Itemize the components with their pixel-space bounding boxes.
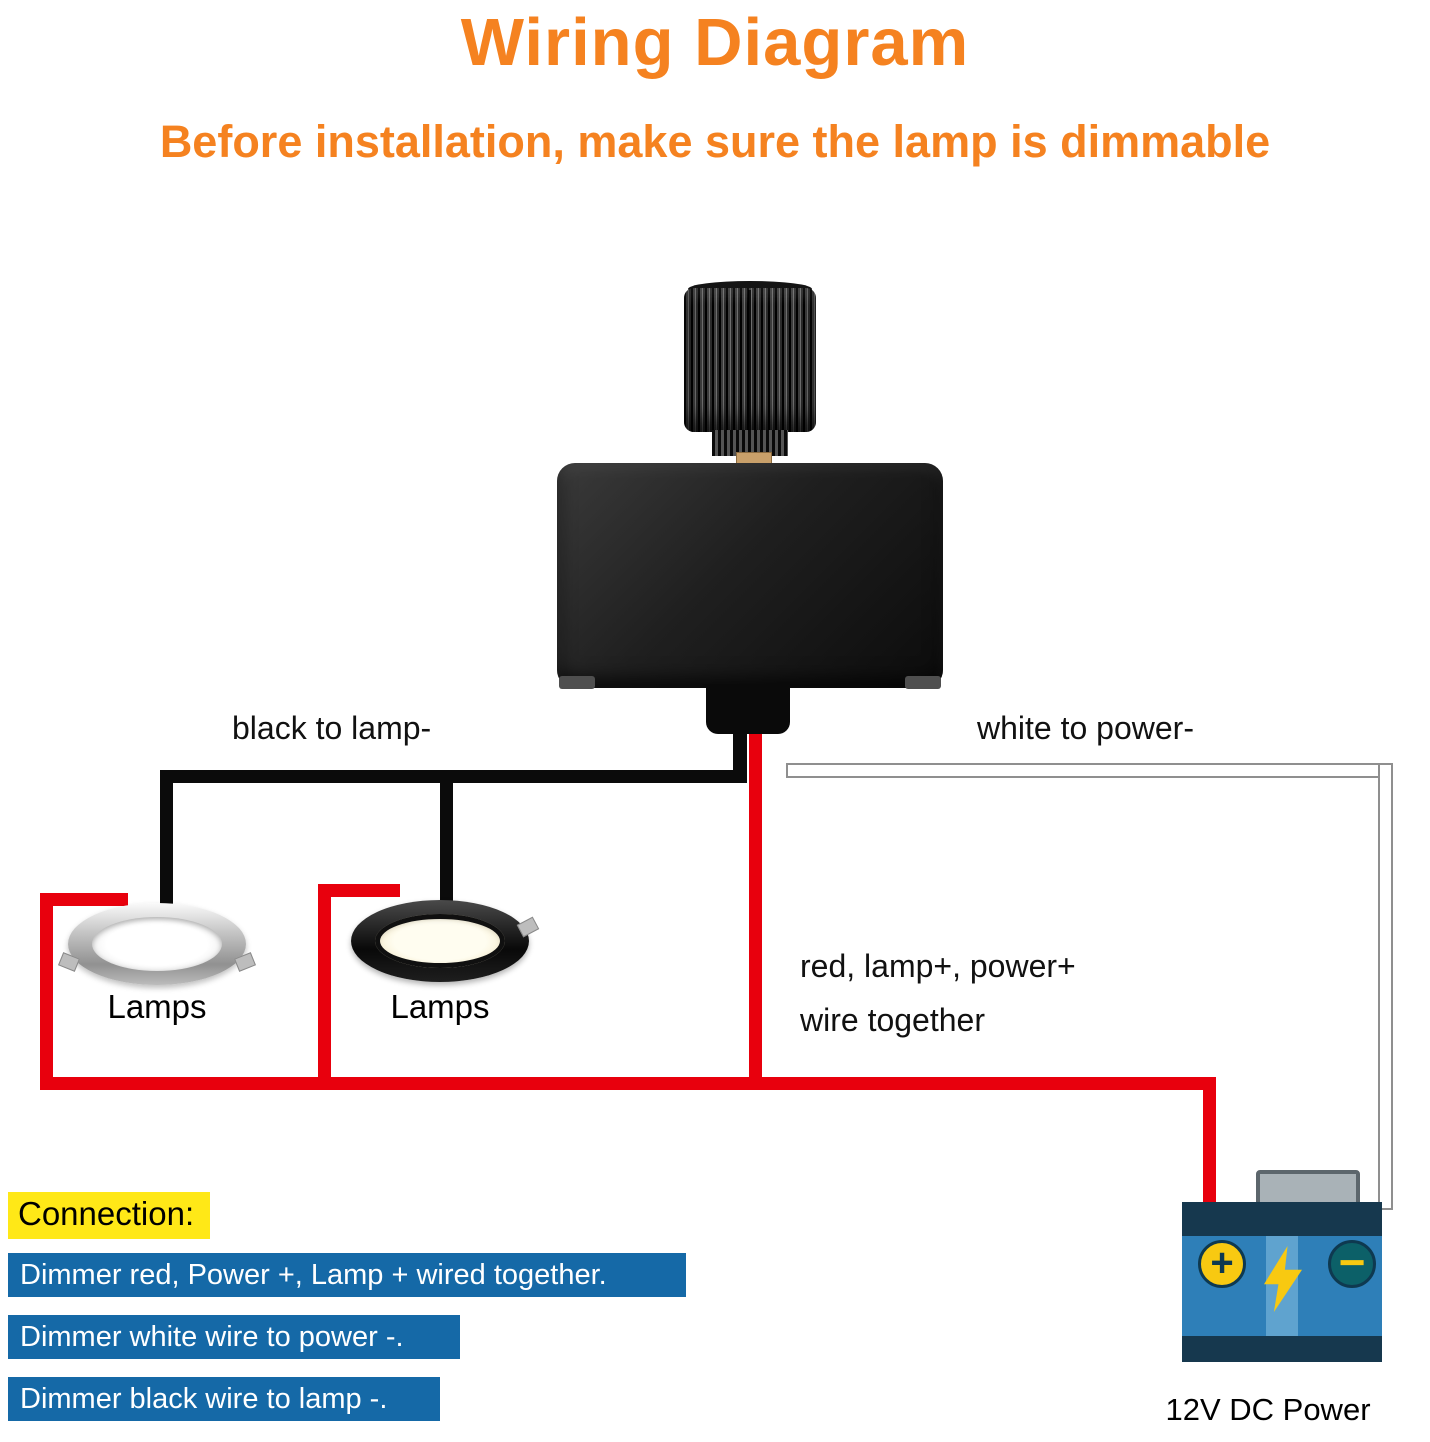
dimmer-knob-seam — [748, 290, 751, 430]
dimmer-box-tab-right — [905, 676, 941, 689]
black-wire-lamp1-segment — [160, 770, 173, 910]
black-wire-drop-segment — [733, 730, 747, 783]
silver-lamp-icon — [58, 903, 256, 985]
black-lamp-icon — [351, 900, 540, 982]
battery-minus-icon: − — [1328, 1239, 1376, 1288]
black-wire-lamp2-segment — [440, 770, 453, 910]
black-wire-horizontal-segment — [160, 770, 747, 783]
white-wire-horizontal-segment — [786, 763, 1392, 778]
white-wire-vertical-segment — [1378, 763, 1393, 1210]
lamp1-label: Lamps — [107, 988, 207, 1025]
black-wire-label: black to lamp- — [232, 710, 432, 746]
red-wire-lamp2-top-segment — [318, 884, 400, 897]
dimmer-knob-shaft — [712, 430, 788, 456]
connection-note-black: Dimmer black wire to lamp -. — [8, 1377, 440, 1421]
red-wire-label-line2: wire together — [800, 1002, 985, 1038]
battery-icon: + − — [1182, 1170, 1382, 1366]
page-subtitle: Before installation, make sure the lamp … — [159, 116, 1271, 167]
battery-base — [1182, 1336, 1382, 1362]
silver-lamp-light — [92, 917, 222, 971]
page-title: Wiring Diagram — [460, 5, 970, 80]
dimmer-box — [557, 463, 943, 688]
black-lamp-light — [375, 914, 505, 968]
lamp2-label: Lamps — [390, 988, 490, 1025]
red-wire-lamp1-vertical-segment — [40, 893, 53, 1090]
red-wire-lamp1-top-segment — [40, 893, 128, 906]
dimmer-wire-neck — [706, 684, 790, 734]
dimmer-box-tab-left — [559, 676, 595, 689]
battery-plus-icon: + — [1198, 1240, 1246, 1288]
red-wire-long-horizontal-segment — [40, 1077, 1216, 1090]
red-wire-label-line1: red, lamp+, power+ — [800, 948, 1076, 984]
battery-top-band — [1182, 1202, 1382, 1236]
red-wire-drop-segment — [749, 732, 762, 1090]
connection-note-red: Dimmer red, Power +, Lamp + wired togeth… — [8, 1253, 686, 1297]
battery-label: 12V DC Power — [1165, 1392, 1371, 1427]
connection-note-white: Dimmer white wire to power -. — [8, 1315, 460, 1359]
red-wire-battery-segment — [1203, 1077, 1216, 1210]
red-wire-lamp2-vertical-segment — [318, 884, 331, 1090]
connection-heading: Connection: — [8, 1192, 211, 1239]
white-wire-label: white to power- — [977, 710, 1194, 746]
